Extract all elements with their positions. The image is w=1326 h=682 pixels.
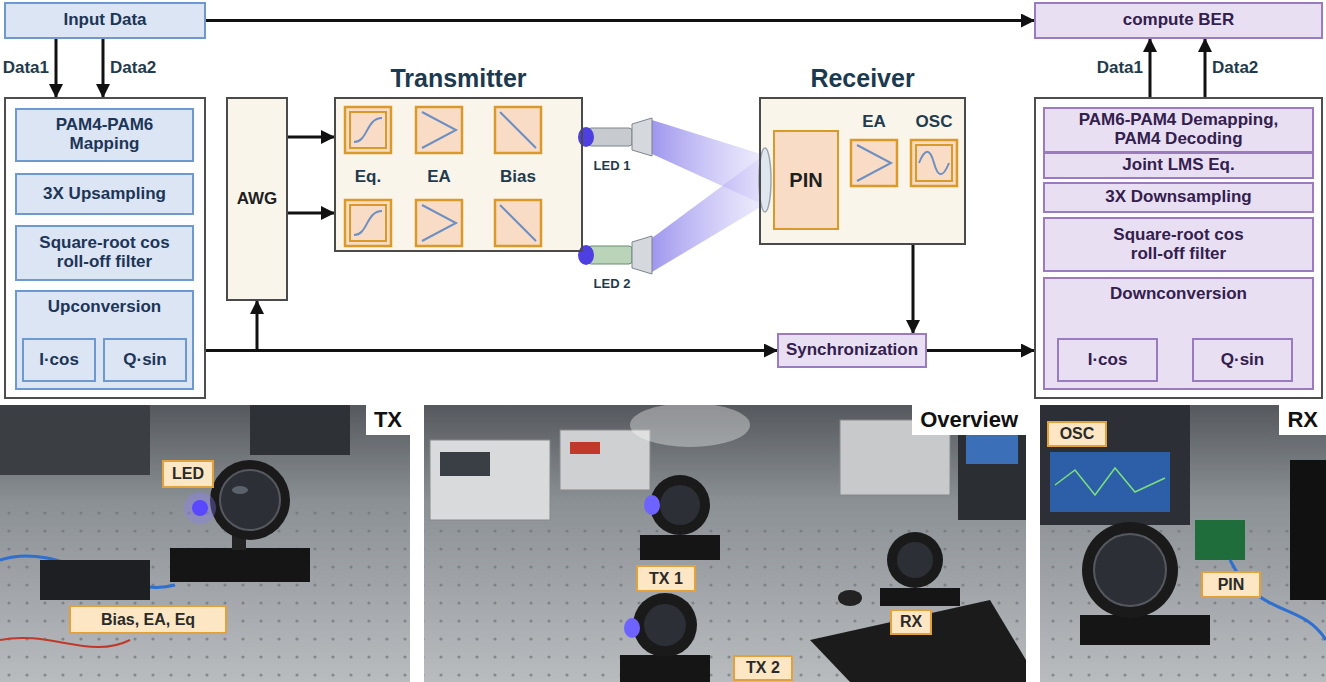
ber-box: compute BER bbox=[1034, 2, 1323, 39]
connector-arrow bbox=[288, 212, 334, 215]
box-text: TX 1 bbox=[649, 570, 683, 588]
block-label: Bias bbox=[500, 168, 536, 187]
box-text: Joint LMS Eq. bbox=[1122, 156, 1234, 175]
connector-arrow bbox=[206, 349, 777, 352]
box-text: Q·sin bbox=[123, 351, 166, 370]
amplifier-symbol bbox=[851, 140, 897, 186]
connector-arrow bbox=[55, 39, 58, 97]
process-box: PAM6-PAM4 Demapping, PAM4 Decoding bbox=[1043, 107, 1314, 153]
edge-label: Data1 bbox=[3, 59, 49, 78]
photo-callout: PIN bbox=[1201, 571, 1261, 598]
edge-label: Data1 bbox=[1097, 59, 1143, 78]
amplifier-symbol bbox=[416, 107, 462, 153]
light-beam bbox=[652, 155, 764, 272]
box-text: Input Data bbox=[63, 11, 146, 30]
process-box: I·cos bbox=[22, 338, 96, 382]
rx-photo bbox=[1040, 405, 1326, 682]
led-symbol bbox=[578, 118, 652, 156]
process-box: 3X Downsampling bbox=[1043, 182, 1314, 213]
block-heading: Receiver bbox=[810, 65, 914, 93]
process-box: Square-root cos roll-off filter bbox=[15, 225, 194, 281]
box-text: Square-root cos roll-off filter bbox=[1099, 226, 1259, 263]
box-text: PIN bbox=[1218, 576, 1245, 594]
photo-callout: TX 2 bbox=[733, 655, 793, 681]
box-text: TX 2 bbox=[746, 659, 780, 677]
photo-callout: Bias, EA, Eq bbox=[69, 605, 227, 634]
box-text: I·cos bbox=[39, 351, 79, 370]
box-text: Bias, EA, Eq bbox=[101, 611, 195, 629]
box-text: AWG bbox=[237, 190, 278, 209]
receiver-ground bbox=[759, 97, 966, 245]
photo-panel: TX LED Bias, EA, Eq bbox=[0, 405, 410, 682]
connector-arrow bbox=[1149, 39, 1152, 97]
photo-callout: TX 1 bbox=[636, 565, 696, 592]
photo-tag: Overview bbox=[912, 405, 1026, 435]
process-box: Q·sin bbox=[103, 338, 187, 382]
block-label: EA bbox=[427, 168, 451, 187]
processing-panel: PAM6-PAM4 Demapping, PAM4 DecodingJoint … bbox=[1034, 97, 1323, 399]
connector-arrow bbox=[912, 245, 915, 333]
photo-panel: RX OSC PIN bbox=[1040, 405, 1326, 682]
box-text: PAM4-PAM6 Mapping bbox=[30, 116, 180, 153]
block-heading: Transmitter bbox=[390, 65, 526, 93]
photo-callout: RX bbox=[890, 609, 932, 635]
connector-arrow bbox=[288, 136, 334, 139]
box-text: RX bbox=[900, 613, 922, 631]
photo-tag: RX bbox=[1279, 405, 1326, 435]
process-box: Q·sin bbox=[1192, 338, 1293, 382]
box-text: Synchronization bbox=[786, 341, 918, 360]
box-text: PIN bbox=[789, 169, 822, 191]
process-box: DownconversionI·cos Q·sin bbox=[1043, 277, 1314, 390]
led-label: LED 1 bbox=[594, 159, 631, 173]
connector-arrow bbox=[102, 39, 105, 97]
box-text: OSC bbox=[1060, 425, 1095, 443]
awg-box: AWG bbox=[226, 97, 288, 301]
process-box: PAM4-PAM6 Mapping bbox=[15, 108, 194, 162]
photo-callout: LED bbox=[162, 460, 214, 488]
led-label: LED 2 bbox=[594, 277, 631, 291]
process-box: 3X Upsampling bbox=[15, 173, 194, 215]
input-box: Input Data bbox=[4, 2, 206, 39]
box-text: LED bbox=[172, 465, 204, 483]
box-text: Downconversion bbox=[1045, 279, 1312, 304]
process-box: Square-root cos roll-off filter bbox=[1043, 217, 1314, 272]
photo-tag: TX bbox=[366, 405, 410, 435]
box-text: Q·sin bbox=[1221, 351, 1264, 370]
edge-label: Data2 bbox=[110, 59, 156, 78]
photodiode-box: PIN bbox=[773, 130, 839, 230]
block-label: EA bbox=[862, 113, 886, 132]
box-text: Square-root cos roll-off filter bbox=[25, 234, 185, 271]
connector-arrow bbox=[206, 301, 257, 351]
box-text: 3X Upsampling bbox=[43, 185, 166, 204]
processing-panel: PAM4-PAM6 Mapping 3X UpsamplingSquare-roo… bbox=[4, 97, 206, 399]
box-text: PAM6-PAM4 Demapping, PAM4 Decoding bbox=[1071, 111, 1286, 148]
oscilloscope-symbol bbox=[911, 140, 957, 186]
box-text: compute BER bbox=[1123, 11, 1234, 30]
bias-tee-symbol bbox=[495, 107, 541, 153]
amplifier-symbol bbox=[416, 200, 462, 246]
transmitter-ground bbox=[334, 97, 583, 252]
block-label: OSC bbox=[916, 113, 953, 132]
connector-arrow bbox=[206, 19, 1034, 22]
edge-label: Data2 bbox=[1212, 59, 1258, 78]
box-text: I·cos bbox=[1088, 351, 1128, 370]
process-box: UpconversionI·cos Q·sin bbox=[15, 290, 194, 390]
photo-panel: Overview TX 1 RX TX 2 bbox=[424, 405, 1026, 682]
sync-box: Synchronization bbox=[777, 333, 927, 368]
equalizer-symbol bbox=[345, 200, 391, 246]
overview-photo bbox=[424, 403, 1026, 682]
process-box: I·cos bbox=[1057, 338, 1158, 382]
led-symbol bbox=[578, 236, 652, 274]
bias-tee-symbol bbox=[495, 200, 541, 246]
box-text: 3X Downsampling bbox=[1105, 188, 1251, 207]
photo-callout: OSC bbox=[1047, 421, 1107, 447]
box-text: Upconversion bbox=[17, 292, 192, 317]
equalizer-symbol bbox=[345, 107, 391, 153]
tx-photo bbox=[0, 405, 410, 682]
connector-arrow bbox=[1204, 39, 1207, 97]
connector-arrow bbox=[927, 349, 1034, 352]
block-label: Eq. bbox=[355, 168, 381, 187]
process-box: Joint LMS Eq. bbox=[1043, 152, 1314, 179]
